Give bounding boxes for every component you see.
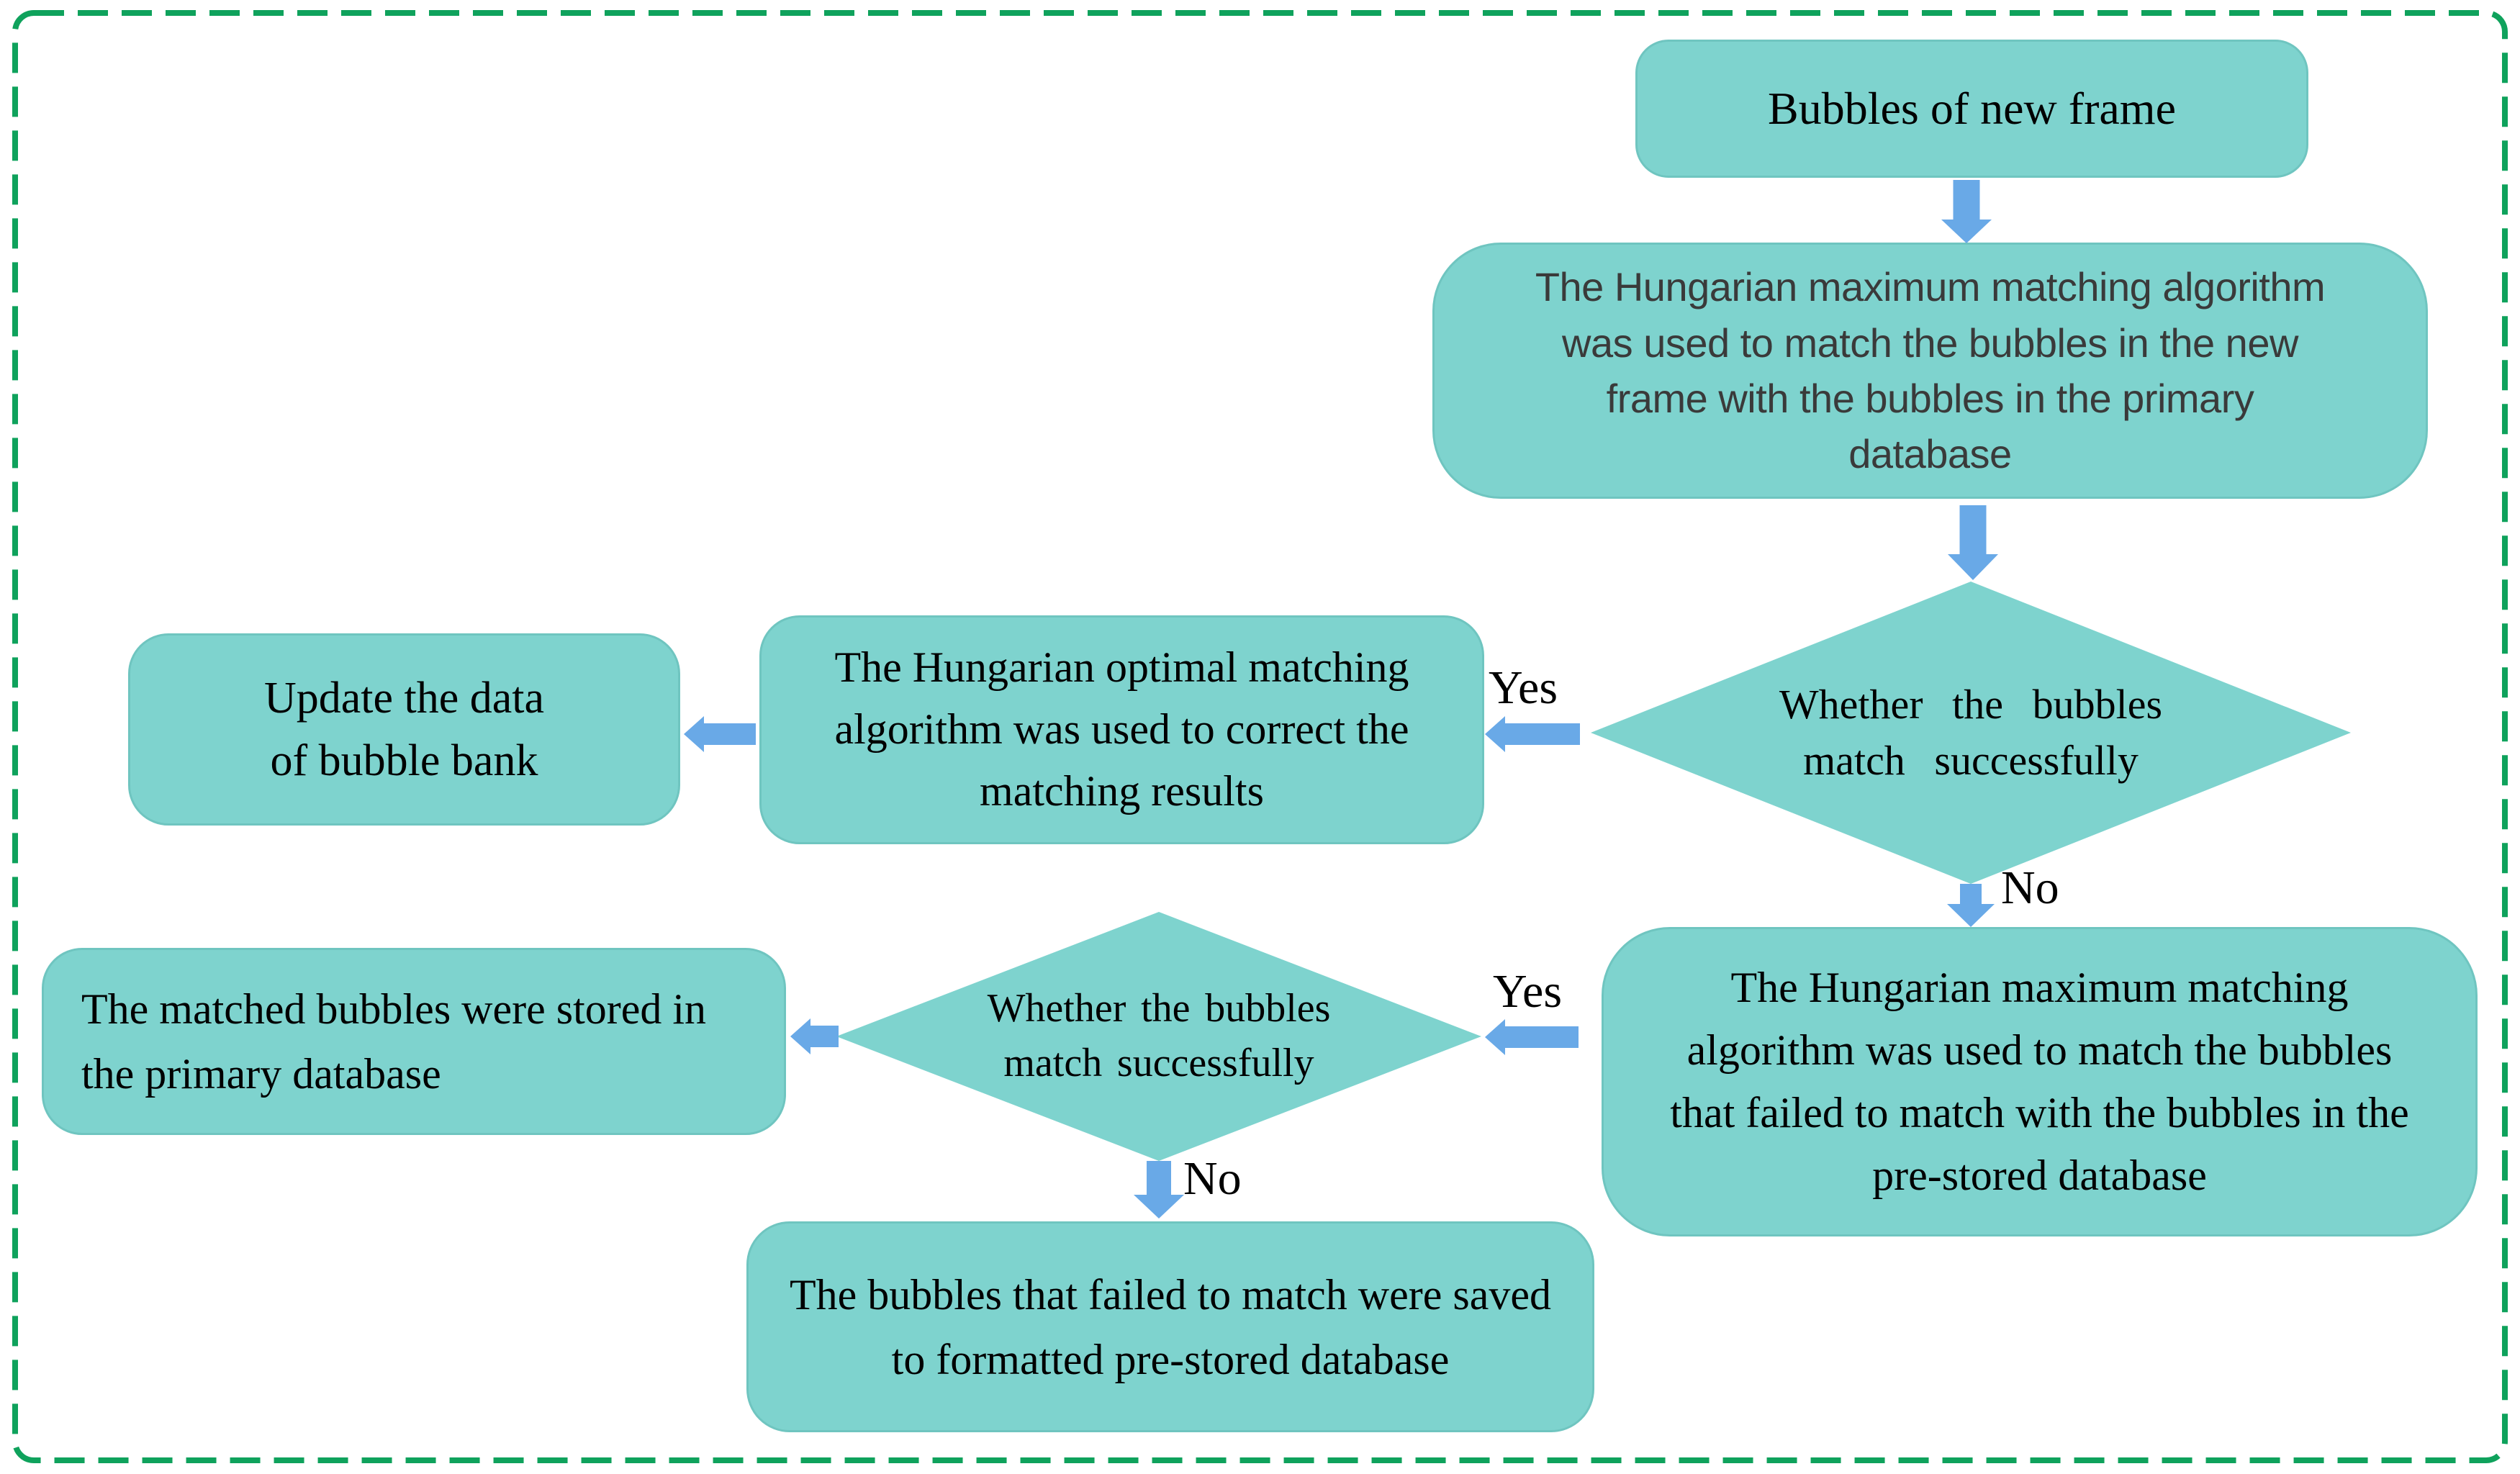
- flow-node-update-bubble-bank: Update the data of bubble bank: [128, 633, 680, 826]
- arrow-left-icon-box-c-to-box-d: [684, 716, 756, 752]
- node-label: The bubbles that failed to match were sa…: [790, 1270, 1551, 1383]
- node-label: The Hungarian optimal matching algorithm…: [834, 643, 1409, 815]
- arrow-down-icon-box-a-to-box-b: [1941, 180, 1992, 243]
- edge-label-no-2: No: [1183, 1152, 1242, 1205]
- arrow-down-icon-box-b-to-diamond-1: [1948, 505, 1998, 580]
- edge-label-yes-1: Yes: [1489, 661, 1558, 714]
- arrow-left-icon-diamond-2-yes-to-box-f: [790, 1018, 839, 1054]
- node-label: Update the data of bubble bank: [263, 673, 545, 785]
- node-label: The matched bubbles were stored in the p…: [81, 985, 707, 1098]
- node-label: The Hungarian maximum matching algorithm…: [1670, 964, 2409, 1199]
- arrow-left-icon-box-e-yes-to-diamond-2: [1485, 1019, 1579, 1055]
- node-label: Bubbles of new frame: [1768, 83, 2176, 135]
- flow-node-failed-bubbles-prestored-database: The bubbles that failed to match were sa…: [746, 1221, 1594, 1432]
- arrow-down-icon-diamond-1-no-to-box-e: [1947, 884, 1995, 927]
- flow-node-matched-bubbles-primary-database: The matched bubbles were stored in the p…: [42, 948, 786, 1135]
- node-label: Whether the bubbles match successfully: [1779, 680, 2163, 784]
- flow-node-hungarian-maximum-matching-primary: The Hungarian maximum matching algorithm…: [1432, 243, 2428, 499]
- node-label: The Hungarian maximum matching algorithm…: [1535, 264, 2326, 477]
- flow-node-bubbles-of-new-frame: Bubbles of new frame: [1635, 40, 2308, 178]
- edge-label-no-1: No: [2001, 862, 2059, 914]
- node-label: Whether the bubbles match successfully: [987, 986, 1331, 1085]
- edge-label-yes-2: Yes: [1493, 965, 1563, 1018]
- arrow-down-icon-diamond-2-no-to-box-g: [1134, 1161, 1184, 1218]
- arrow-left-icon-diamond-1-yes-to-box-c: [1485, 716, 1580, 752]
- flow-node-hungarian-maximum-matching-prestored: The Hungarian maximum matching algorithm…: [1602, 927, 2478, 1236]
- flow-node-hungarian-optimal-matching: The Hungarian optimal matching algorithm…: [759, 615, 1484, 844]
